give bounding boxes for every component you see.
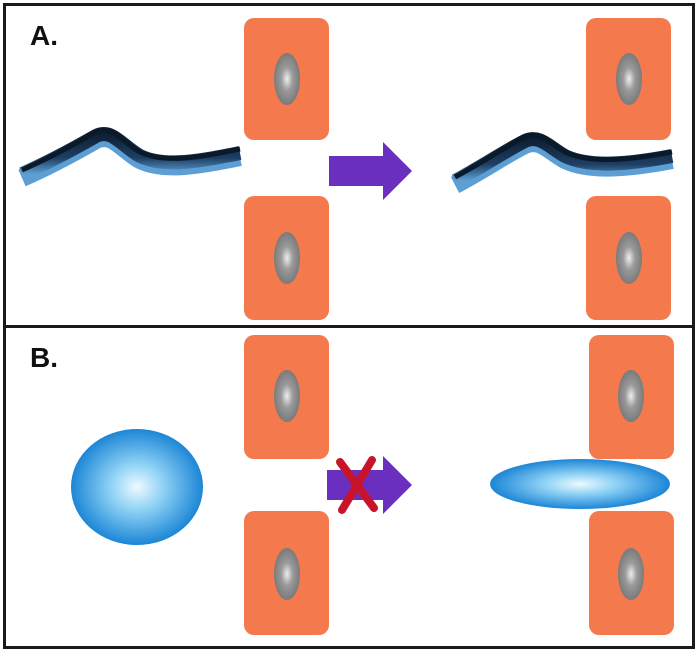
nucleus — [616, 232, 642, 284]
cell-b-top-left — [244, 335, 329, 459]
flexible-rod-after — [450, 132, 674, 193]
x-mark-icon — [336, 456, 378, 514]
spherical-particle — [71, 429, 203, 545]
panel-b-label: B. — [30, 342, 58, 373]
nucleus — [618, 548, 644, 600]
cell-b-top-right — [589, 335, 674, 459]
right-arrow-icon — [329, 142, 412, 200]
nucleus — [274, 370, 300, 422]
nucleus — [616, 53, 642, 105]
cell-b-bottom-right — [589, 511, 674, 635]
nucleus — [274, 53, 300, 105]
cell-a-top-right — [586, 18, 671, 140]
cell-b-bottom-left — [244, 511, 329, 635]
nucleus — [618, 370, 644, 422]
nucleus — [274, 232, 300, 284]
nucleus — [274, 548, 300, 600]
cell-a-bottom-right — [586, 196, 671, 320]
panel-a-label: A. — [30, 20, 58, 51]
deformed-particle — [490, 459, 670, 509]
cell-a-bottom-left — [244, 196, 329, 320]
flexible-rod-before — [18, 127, 242, 187]
cell-a-top-left — [244, 18, 329, 140]
